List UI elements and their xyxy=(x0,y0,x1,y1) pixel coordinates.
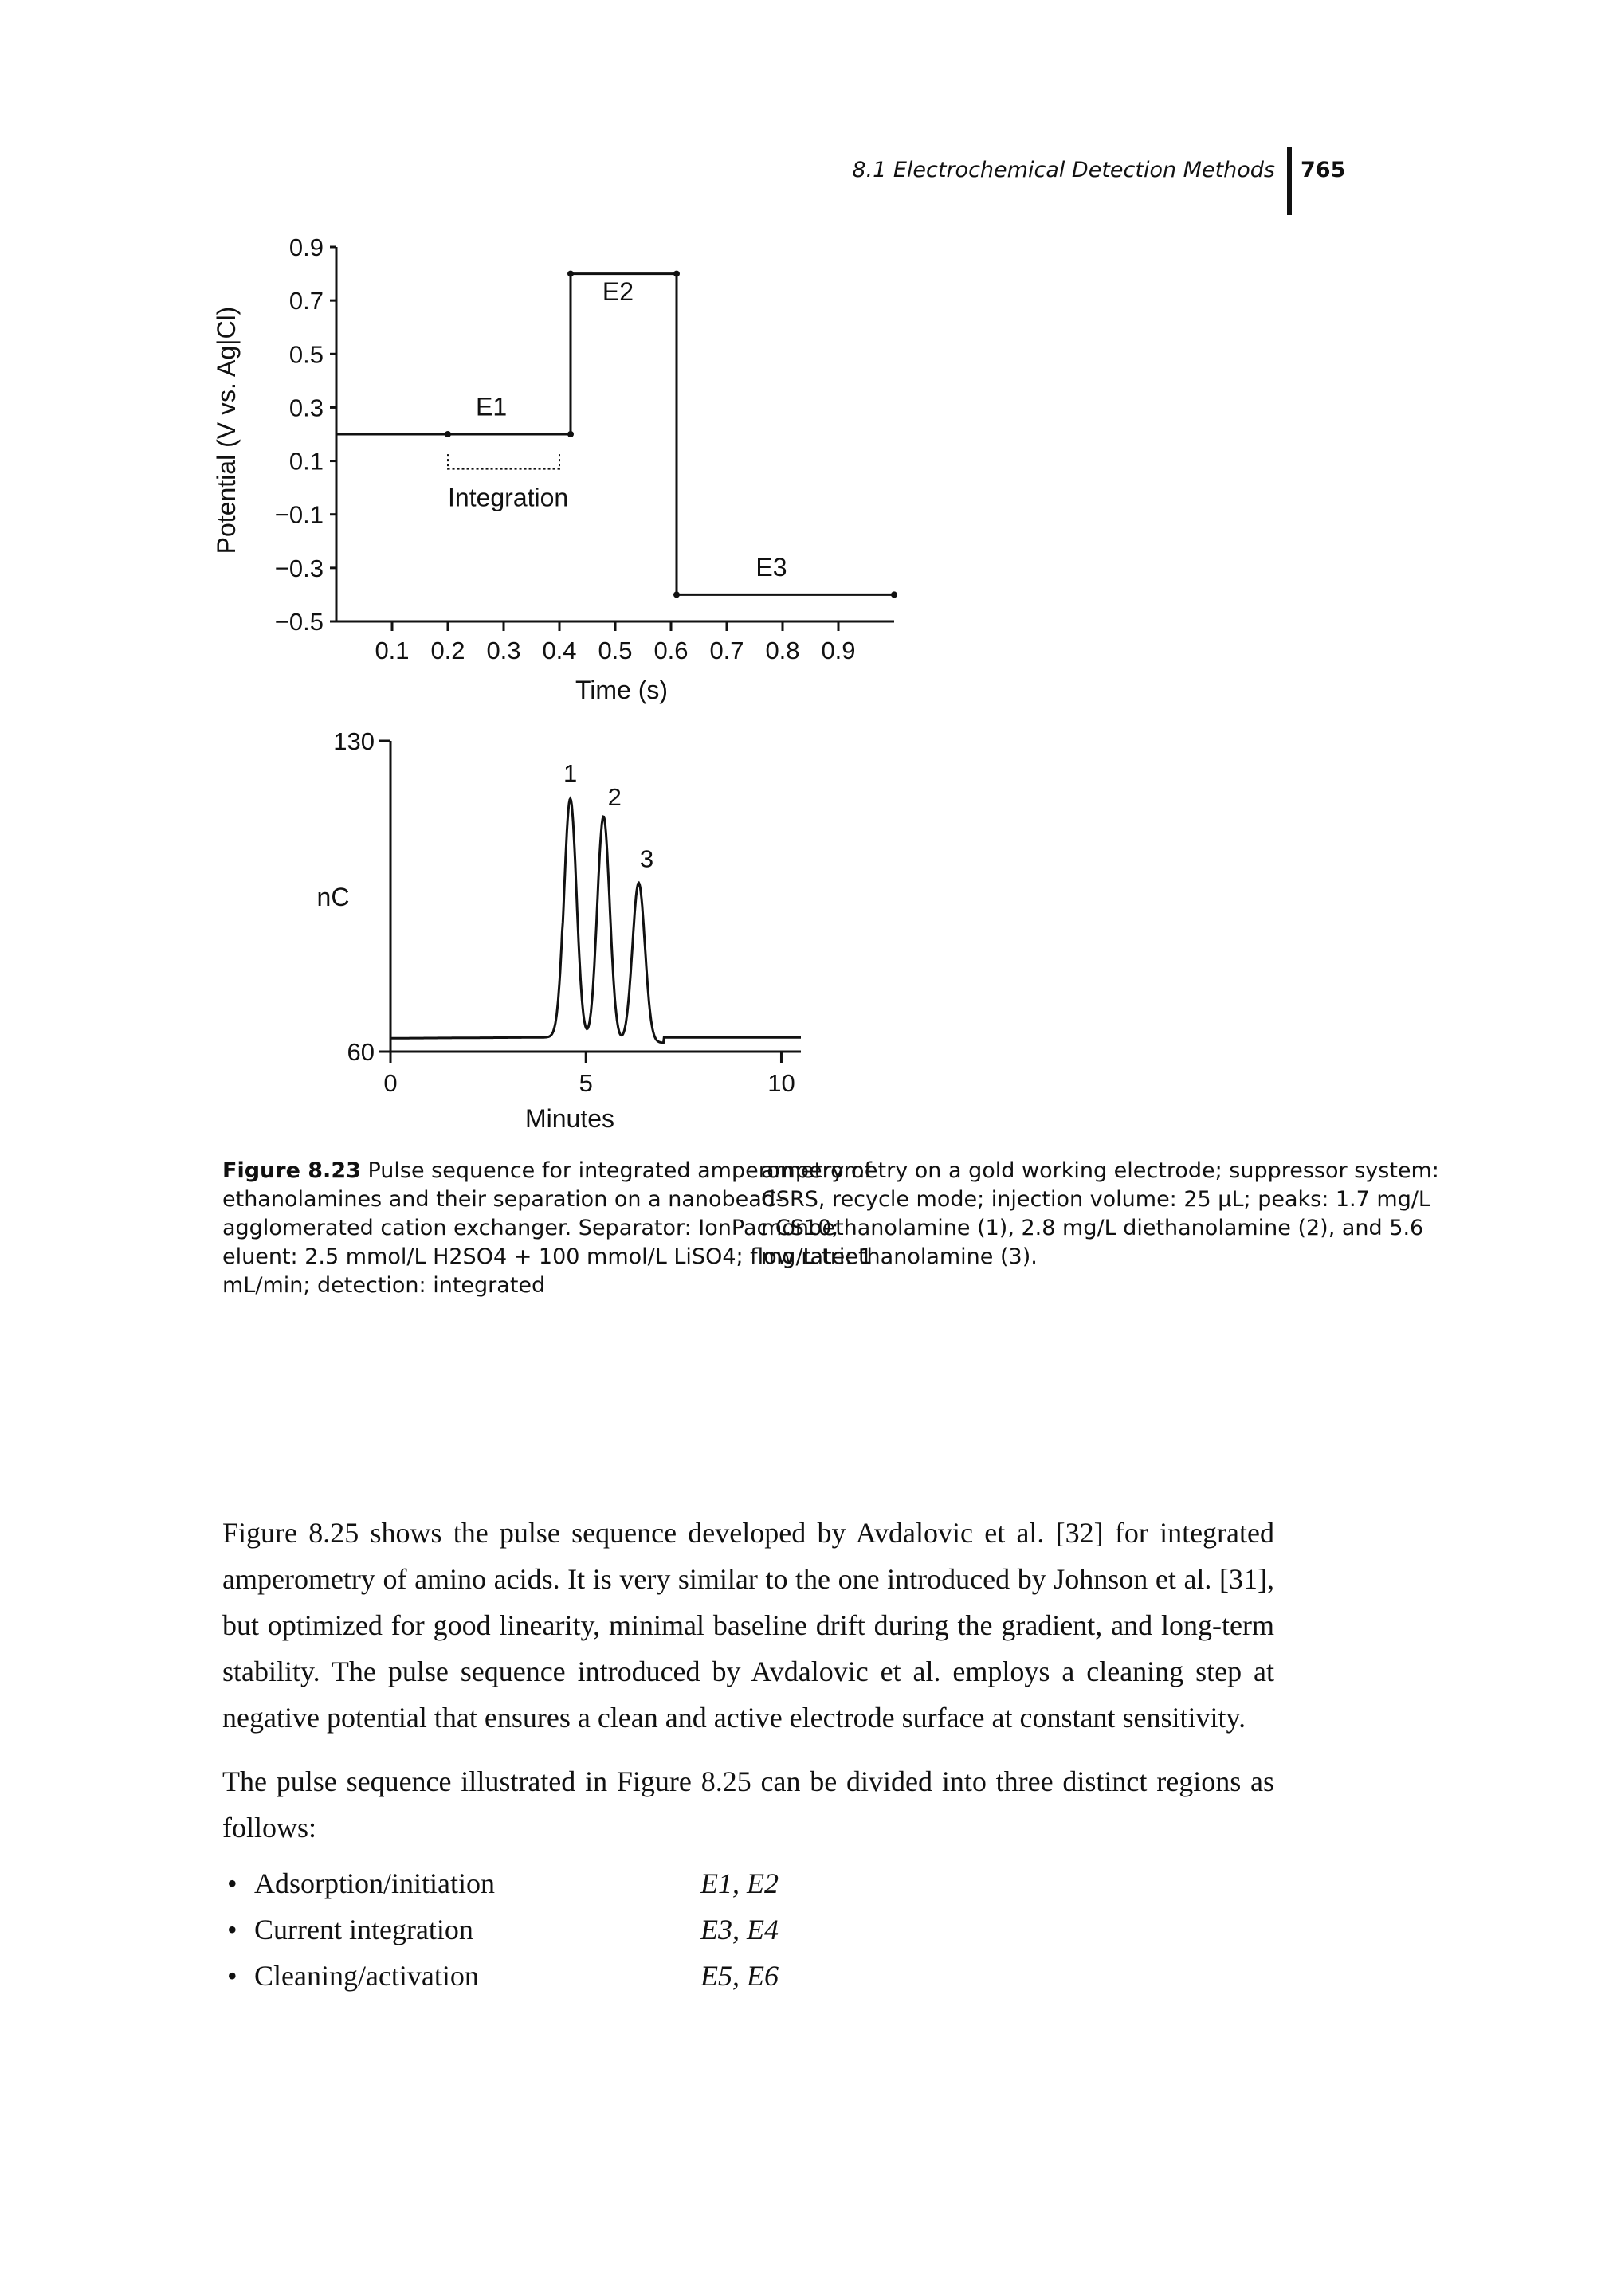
list-item-value: E3, E4 xyxy=(700,1914,779,1945)
pulse-x-ticks: 0.1 0.2 0.3 0.4 0.5 0.6 0.7 0.8 0.9 xyxy=(375,621,856,664)
chromatogram-x-axis-label: Minutes xyxy=(525,1104,614,1133)
list-item-value: E5, E6 xyxy=(700,1960,779,1992)
chromatogram-y-tick-label: 60 xyxy=(347,1038,375,1066)
chromatogram-x-tick-label: 10 xyxy=(767,1069,795,1097)
pulse-waveform-point xyxy=(567,431,574,437)
chromatogram-peak-labels: 1 2 3 xyxy=(563,759,653,873)
chromatogram-y-ticks: 130 60 xyxy=(333,727,390,1066)
header-rule xyxy=(1287,147,1292,215)
pulse-x-tick-label: 0.2 xyxy=(430,637,465,664)
pulse-y-tick-label: 0.9 xyxy=(289,233,324,261)
pulse-x-tick-label: 0.1 xyxy=(375,637,409,664)
body-text: Figure 8.25 shows the pulse sequence dev… xyxy=(222,1510,1274,1868)
chromatogram-y-axis-label: nC xyxy=(317,883,350,911)
peak-label: 2 xyxy=(608,783,622,811)
chromatogram-trace xyxy=(390,796,801,1044)
peak-label: 3 xyxy=(640,845,653,873)
pulse-waveform-point xyxy=(567,270,574,277)
pulse-waveform-point xyxy=(673,270,680,277)
list-item: • Cleaning/activation E5, E6 xyxy=(222,1953,1099,1999)
pulse-x-tick-label: 0.7 xyxy=(709,637,744,664)
bullet: • xyxy=(227,1914,237,1945)
pulse-waveform-point xyxy=(445,431,451,437)
body-paragraph-1: Figure 8.25 shows the pulse sequence dev… xyxy=(222,1517,1274,1734)
integration-bracket xyxy=(447,454,560,470)
body-paragraph-2: The pulse sequence illustrated in Figure… xyxy=(222,1765,1274,1843)
pulse-y-tick-label: −0.3 xyxy=(275,554,324,582)
figure-label: Figure 8.23 xyxy=(222,1158,361,1183)
caption-right-text: amperometry on a gold working electrode;… xyxy=(761,1158,1439,1269)
integration-label: Integration xyxy=(448,484,568,512)
pulse-y-tick-label: −0.1 xyxy=(275,501,324,529)
pulse-x-tick-label: 0.3 xyxy=(486,637,520,664)
pulse-y-ticks: 0.9 0.7 0.5 0.3 0.1 −0.1 −0.3 −0.5 xyxy=(275,233,336,636)
figure-caption-right: amperometry on a gold working electrode;… xyxy=(761,1157,1446,1271)
list-item-value: E1, E2 xyxy=(700,1867,779,1899)
pulse-x-tick-label: 0.5 xyxy=(598,637,632,664)
pulse-y-tick-label: −0.5 xyxy=(275,608,324,636)
pulse-x-tick-label: 0.4 xyxy=(542,637,576,664)
pulse-sequence-chart: 0.9 0.7 0.5 0.3 0.1 −0.1 −0.3 −0.5 0.1 0.2 0.3 0.4… xyxy=(212,233,897,704)
pulse-waveform-point xyxy=(673,591,680,598)
figure-caption-left: Figure 8.23 Pulse sequence for integrate… xyxy=(222,1157,908,1300)
bullet: • xyxy=(227,1867,237,1899)
chromatogram-x-ticks: 0 5 10 xyxy=(383,1052,795,1097)
pulse-y-tick-label: 0.1 xyxy=(289,448,324,476)
page-number: 765 xyxy=(1301,158,1346,182)
pulse-y-tick-label: 0.7 xyxy=(289,287,324,315)
pulse-x-tick-label: 0.6 xyxy=(653,637,688,664)
bullet: • xyxy=(227,1960,237,1992)
chromatogram-x-tick-label: 5 xyxy=(579,1069,593,1097)
pulse-y-tick-label: 0.5 xyxy=(289,340,324,368)
pulse-y-axis-label: Potential (V vs. Ag|Cl) xyxy=(212,307,241,554)
chromatogram-chart: 130 60 0 5 10 1 2 3 Minutes nC xyxy=(317,727,801,1133)
list-item: • Adsorption/initiation E1, E2 xyxy=(222,1860,1099,1906)
running-head-title: 8.1 Electrochemical Detection Methods xyxy=(852,158,1275,182)
pulse-x-tick-label: 0.8 xyxy=(765,637,799,664)
pulse-series xyxy=(336,270,897,598)
pulse-step-label: E2 xyxy=(602,277,634,306)
pulse-y-tick-label: 0.3 xyxy=(289,394,324,421)
pulse-x-tick-label: 0.9 xyxy=(821,637,855,664)
chromatogram-x-tick-label: 0 xyxy=(383,1069,397,1097)
region-list: • Adsorption/initiation E1, E2 • Current… xyxy=(222,1860,1099,1999)
caption-left-text: Pulse sequence for integrated amperometr… xyxy=(222,1158,873,1298)
chromatogram-signal-line xyxy=(390,796,801,1044)
pulse-step-label: E1 xyxy=(476,393,507,421)
list-item-label: Cleaning/activation xyxy=(254,1960,479,1992)
pulse-step-label: E3 xyxy=(755,553,787,582)
list-item-label: Current integration xyxy=(254,1914,473,1945)
list-item-label: Adsorption/initiation xyxy=(254,1867,495,1899)
pulse-waveform-line xyxy=(336,272,894,596)
peak-label: 1 xyxy=(563,759,577,787)
list-item: • Current integration E3, E4 xyxy=(222,1906,1099,1953)
pulse-waveform-point xyxy=(891,591,897,598)
chromatogram-y-tick-label: 130 xyxy=(333,727,375,755)
chromatogram-axes xyxy=(389,741,801,1053)
pulse-x-axis-label: Time (s) xyxy=(575,676,668,704)
